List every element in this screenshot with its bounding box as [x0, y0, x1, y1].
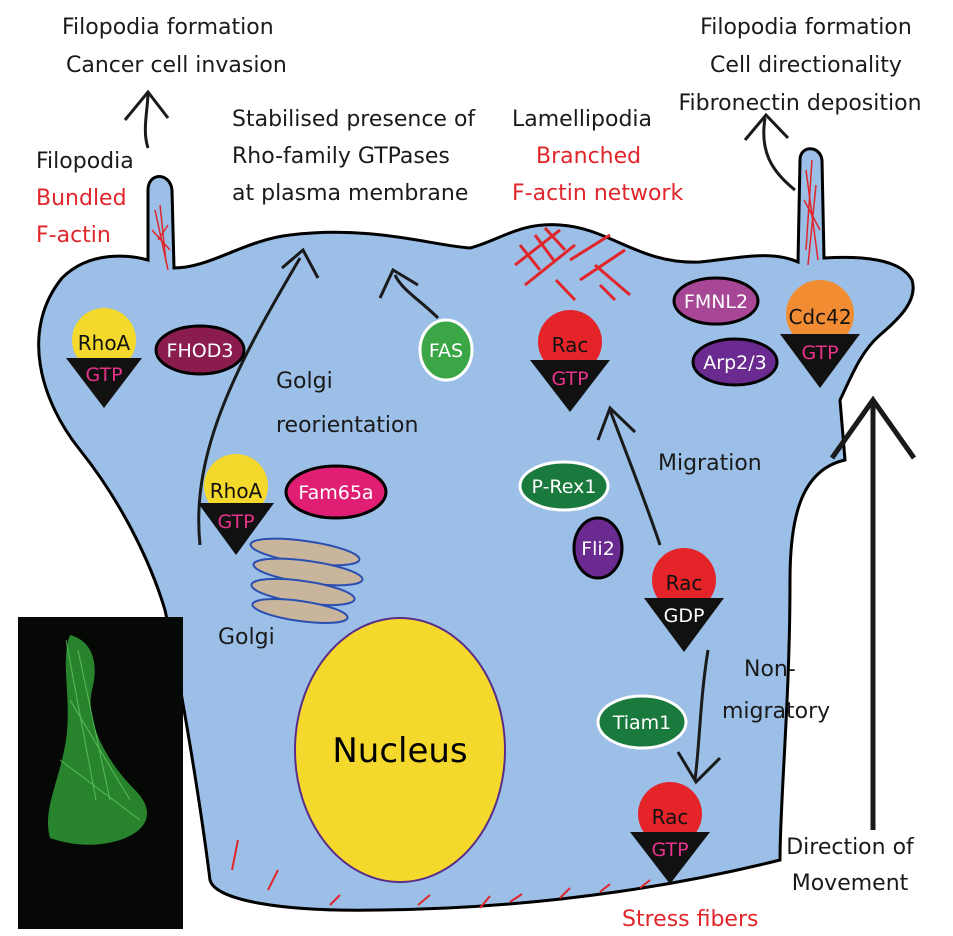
stress-fibers-label: Stress fibers	[622, 907, 758, 932]
migration-label: Migration	[658, 451, 762, 476]
fhod3-pill: FHOD3	[154, 324, 246, 376]
network-label: F-actin network	[512, 181, 683, 206]
svg-text:P-Rex1: P-Rex1	[532, 476, 597, 498]
micrograph-inset	[18, 617, 183, 929]
svg-text:Rac: Rac	[652, 805, 689, 829]
fam65a-pill: Fam65a	[284, 464, 388, 520]
svg-text:Fam65a: Fam65a	[298, 482, 373, 504]
svg-text:RhoA: RhoA	[78, 331, 131, 355]
rac-gtp-top: Rac GTP	[530, 310, 610, 412]
svg-text:Rac: Rac	[666, 571, 703, 595]
top-left-outcome-line1: Filopodia formation	[62, 15, 274, 40]
fli2-pill: Fli2	[572, 516, 624, 580]
stabilised-line1: Stabilised presence of	[232, 107, 476, 132]
rac-gtp-bottom: Rac GTP	[630, 782, 710, 884]
svg-text:Fli2: Fli2	[581, 538, 615, 560]
svg-text:GDP: GDP	[664, 605, 705, 627]
svg-text:GTP: GTP	[651, 839, 688, 861]
rhoa-gtp-golgi: RhoA GTP	[198, 454, 274, 555]
stabilised-line2: Rho-family GTPases	[232, 144, 450, 169]
arp23-pill: Arp2/3	[691, 337, 779, 387]
fas-pill: FAS	[418, 318, 474, 382]
top-left-outcome-line2: Cancer cell invasion	[66, 53, 287, 78]
cdc42-gtp: Cdc42 GTP	[780, 280, 860, 388]
top-right-line1: Filopodia formation	[700, 15, 912, 40]
nucleus-label: Nucleus	[332, 731, 467, 771]
right-filopodium-actin	[803, 159, 821, 266]
stress-fiber-ticks	[231, 839, 651, 909]
top-right-line2: Cell directionality	[710, 53, 902, 78]
golgi-reorientation-line2: reorientation	[276, 413, 418, 438]
svg-text:GTP: GTP	[217, 511, 254, 533]
branched-label: Branched	[536, 144, 641, 169]
rhoa-gtp-top: RhoA GTP	[66, 308, 142, 408]
prex1-pill: P-Rex1	[518, 460, 610, 512]
rac-gdp: Rac GDP	[644, 548, 724, 652]
arrows	[123, 89, 917, 830]
svg-text:GTP: GTP	[801, 342, 838, 364]
golgi-label: Golgi	[218, 625, 275, 650]
left-filopodium-actin	[151, 204, 171, 271]
golgi-reorientation-line1: Golgi	[276, 369, 333, 394]
direction-line2: Movement	[792, 871, 909, 896]
branched-actin-network	[514, 226, 631, 302]
direction-line1: Direction of	[786, 835, 915, 860]
tiam1-pill: Tiam1	[596, 694, 688, 750]
top-right-line3: Fibronectin deposition	[678, 91, 921, 116]
fmnl2-pill: FMNL2	[672, 276, 760, 326]
nucleus	[294, 617, 506, 883]
svg-text:GTP: GTP	[551, 368, 588, 390]
svg-text:FAS: FAS	[429, 340, 463, 362]
svg-text:FMNL2: FMNL2	[684, 291, 748, 313]
svg-text:FHOD3: FHOD3	[167, 340, 234, 362]
svg-text:Arp2/3: Arp2/3	[703, 352, 766, 374]
stabilised-line3: at plasma membrane	[232, 181, 468, 206]
factin-label: F-actin	[36, 223, 111, 248]
lamellipodia-label: Lamellipodia	[512, 107, 652, 132]
svg-text:RhoA: RhoA	[210, 479, 263, 503]
svg-text:Rac: Rac	[552, 333, 589, 357]
non-migratory-line2: migratory	[722, 699, 830, 724]
svg-text:Tiam1: Tiam1	[612, 712, 672, 734]
non-migratory-line1: Non-	[744, 657, 796, 682]
golgi-stack	[249, 537, 364, 624]
svg-text:Cdc42: Cdc42	[788, 305, 851, 329]
cell-body	[37, 147, 915, 912]
svg-text:GTP: GTP	[85, 364, 122, 386]
filopodia-label: Filopodia	[36, 149, 134, 174]
bundled-label: Bundled	[36, 186, 127, 211]
